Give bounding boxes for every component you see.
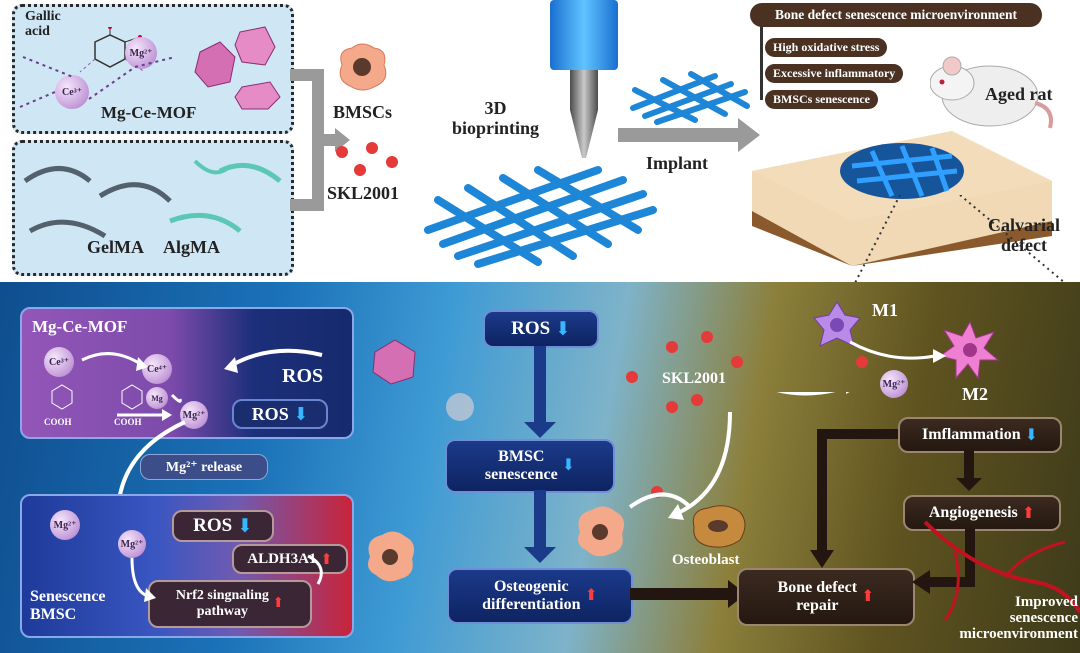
calvarial-defect-icon [752, 131, 1052, 266]
senescence-bmsc-box: Mg²⁺ Mg²⁺ Senescence BMSC ROS ⬇ ALDH3A1 … [20, 494, 354, 638]
osteoblast-label: Osteoblast [672, 552, 740, 568]
mid-crystal-icon [372, 339, 474, 421]
small-scaffold-icon [630, 71, 750, 125]
inflam-to-angio-arrow [964, 450, 974, 482]
polymer-chains-icon [23, 159, 282, 239]
mg-ion-small-icon: Mg [146, 387, 168, 409]
mof-mechanism-box: Mg-Ce-MOF Ce³⁺ Ce⁴⁺ Mg Mg²⁺ COOH COOH RO… [20, 307, 354, 439]
ros-down-pill: ROS ⬇ [232, 399, 328, 429]
osteoblast-icon [692, 505, 746, 548]
mg2-ion-cell-icon: Mg²⁺ [50, 510, 80, 540]
micro-item-inflammatory: Excessive inflammatory [765, 64, 904, 83]
blood-vessel-icon [923, 520, 1080, 621]
flow-arrow-2 [534, 490, 546, 550]
micro-item-oxidative: High oxidative stress [765, 38, 888, 57]
mg2-ion-cell-icon-2: Mg²⁺ [118, 530, 146, 558]
improved-label: Improved senescence microenvironment [959, 594, 1078, 642]
mg-release-pill: Mg²⁺ release [140, 454, 268, 480]
cooh-label-1: COOH [44, 417, 72, 427]
bone-repair-box: Bone defect repair ⬆ [737, 568, 915, 626]
flow-ros-box: ROS ⬇ [483, 310, 599, 348]
skl2001-label: SKL2001 [327, 183, 400, 203]
aged-rat-label: Aged rat [985, 84, 1053, 104]
inflammation-box: Imflammation ⬇ [898, 417, 1062, 453]
m1-label: M1 [872, 300, 898, 320]
ce-ion-icon: Ce³⁺ [55, 75, 89, 109]
m2-macrophage-icon [940, 320, 1000, 380]
skl2001-dots-icon [336, 142, 398, 176]
algma-label: AlgMA [163, 237, 220, 257]
bmscs-label: BMSCs [333, 102, 393, 122]
hydrogel-box: GelMA AlgMA [12, 140, 294, 276]
implant-arrow [618, 128, 740, 142]
gallic-acid-label: Gallic acid [25, 9, 61, 39]
scaffold-icon [424, 166, 657, 268]
bmsc-cell-icon [339, 43, 387, 91]
micro-tree-line [760, 26, 763, 100]
cell-pathway-arrows [130, 554, 323, 602]
micro-item-senescence: BMSCs senescence [765, 90, 878, 109]
merge-arrow [290, 69, 350, 211]
skl-arrows [628, 392, 850, 520]
mof-title: Mg-Ce-MOF [32, 317, 128, 336]
mg2-macrophage-icon: Mg²⁺ [880, 370, 908, 398]
ros-cell-pill: ROS ⬇ [172, 510, 274, 542]
coordination-lines [19, 56, 176, 108]
ce4-ion-icon: Ce⁴⁺ [142, 354, 172, 384]
mof-crystals-icon [194, 26, 281, 110]
flow-arrow-1 [534, 346, 546, 426]
m2-label: M2 [962, 384, 988, 404]
ros-label: ROS [282, 365, 324, 387]
gelma-label: GelMA [87, 237, 144, 257]
ce3-ion-icon: Ce³⁺ [44, 347, 74, 377]
skl2001-mid-label: SKL2001 [662, 370, 727, 387]
gallic-structure-icon [51, 384, 143, 410]
repair-connector-arrows [810, 429, 975, 594]
flow-arrowhead-1 [524, 422, 556, 438]
polarization-arrow [849, 340, 946, 368]
mof-box: Gallic acid Mg²⁺ Ce³⁺ Mg-Ce-MOF [12, 4, 294, 134]
top-panel: Gallic acid Mg²⁺ Ce³⁺ Mg-Ce-MOF [0, 0, 1080, 284]
bioprinter-nozzle-icon [550, 0, 618, 158]
bottom-panel: Mg-Ce-MOF Ce³⁺ Ce⁴⁺ Mg Mg²⁺ COOH COOH RO… [0, 282, 1080, 653]
osteo-to-repair-arrow [630, 588, 730, 600]
bmsc-floating-cell-icon [368, 531, 414, 582]
implant-arrowhead [738, 118, 760, 152]
cooh-label-2: COOH [114, 417, 142, 427]
m1-macrophage-icon [813, 301, 861, 347]
nrf2-pill: Nrf2 singnaling pathway ⬆ [148, 580, 312, 628]
flow-osteo-box: Osteogenic differentiation ⬆ [447, 568, 633, 624]
aged-rat-icon [930, 56, 1053, 129]
inflam-to-angio-arrowhead [956, 478, 982, 491]
bioprinting-label: 3D bioprinting [452, 98, 540, 138]
implant-label: Implant [646, 153, 709, 173]
senescence-bmsc-label: Senescence BMSC [30, 588, 106, 623]
micro-title: Bone defect senescence microenvironment [750, 3, 1042, 27]
zoom-lines [854, 195, 1066, 284]
calvarial-label: Calvarial defect [988, 215, 1060, 255]
mof-label: Mg-Ce-MOF [101, 103, 197, 122]
bmsc-mid-cell-icon [578, 506, 624, 557]
mof-arrows [81, 348, 323, 421]
flow-arrowhead-2 [524, 547, 556, 563]
aldh-pill: ALDH3A1 ⬆ [232, 544, 348, 574]
flow-bmsc-box: BMSC senescence ⬇ [445, 439, 615, 493]
